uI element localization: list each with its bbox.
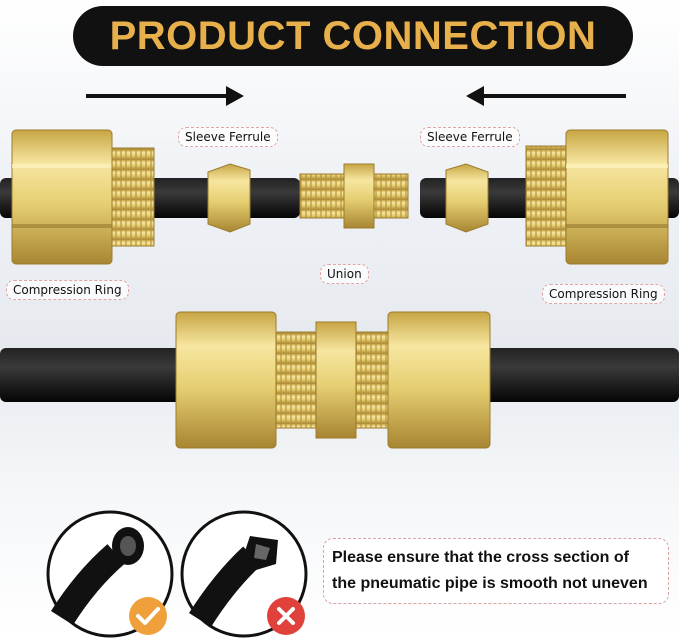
label-compression-ring-right: Compression Ring — [542, 284, 665, 304]
notice-line-2: the pneumatic pipe is smooth not uneven — [332, 575, 648, 592]
exploded-view-illustration — [0, 129, 679, 265]
arrow-left-icon — [466, 86, 626, 106]
cross-icon — [267, 597, 305, 635]
arrow-right-icon — [86, 86, 244, 106]
union-fitting — [299, 163, 409, 229]
label-compression-ring-left: Compression Ring — [6, 280, 129, 300]
page-title: PRODUCT CONNECTION — [109, 13, 597, 58]
right-sleeve-ferrule — [445, 163, 489, 233]
right-compression-nut — [525, 129, 669, 265]
label-union: Union — [320, 264, 369, 284]
assembled-union-hex — [315, 321, 357, 439]
assembled-view-illustration — [0, 311, 679, 449]
left-compression-nut — [11, 129, 155, 265]
assembled-right-nut — [387, 311, 491, 449]
label-sleeve-ferrule-right: Sleeve Ferrule — [420, 127, 520, 147]
label-sleeve-ferrule-left: Sleeve Ferrule — [178, 127, 278, 147]
left-sleeve-ferrule — [207, 163, 251, 233]
notice-line-1: Please ensure that the cross section of — [332, 549, 629, 566]
title-banner: PRODUCT CONNECTION — [73, 6, 633, 66]
notice-box: Please ensure that the cross section of … — [323, 538, 669, 604]
assembled-left-nut — [175, 311, 277, 449]
check-icon — [129, 597, 167, 635]
